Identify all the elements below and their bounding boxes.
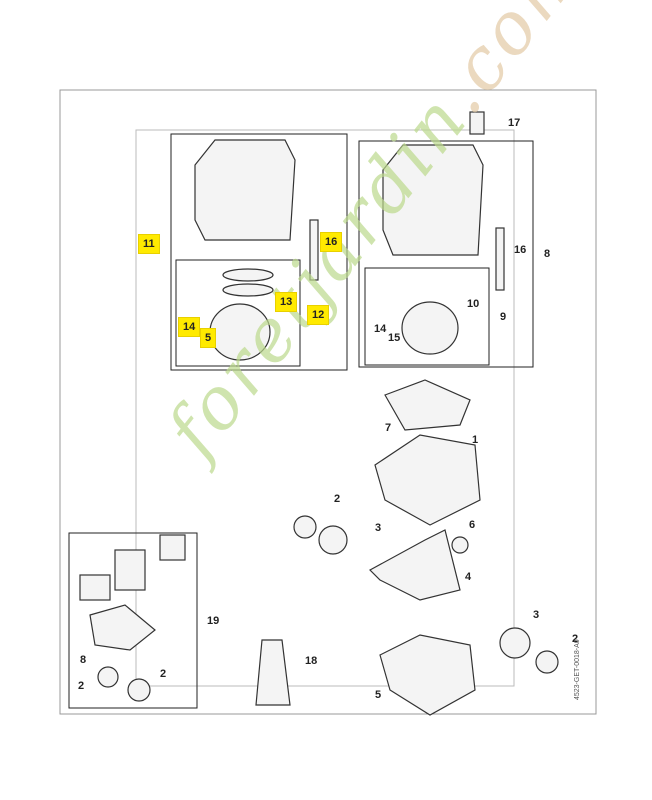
label-18: 18	[305, 655, 318, 667]
label-10: 10	[467, 298, 480, 310]
crankshaft	[369, 529, 461, 601]
cylinder-bolt-left	[309, 219, 319, 281]
label-15: 15	[388, 332, 401, 344]
label-3a: 3	[375, 522, 382, 534]
piston-ring	[222, 268, 274, 282]
label-3b: 3	[533, 609, 540, 621]
cylinder-left	[194, 139, 296, 241]
label-11: 11	[138, 234, 160, 254]
outer-frame	[59, 89, 597, 715]
oil-seal	[293, 515, 317, 539]
label-2d: 2	[160, 668, 167, 680]
piston-right	[401, 301, 459, 355]
cylinder-bolt-right	[495, 227, 505, 291]
label-6: 6	[469, 519, 476, 531]
label-8b: 8	[80, 654, 87, 666]
oil-seal	[127, 678, 151, 702]
spark-plug	[469, 111, 485, 135]
gasket-set-box	[68, 532, 198, 709]
gasket	[79, 574, 111, 601]
label-2b: 2	[572, 633, 579, 645]
gasket	[159, 534, 186, 561]
ball-bearing	[318, 525, 348, 555]
label-5: 5	[200, 328, 217, 348]
piston-box-left	[175, 259, 301, 367]
oil-seal	[97, 666, 119, 688]
inner-frame	[135, 129, 515, 687]
label-7: 7	[385, 422, 392, 434]
label-17: 17	[508, 117, 521, 129]
label-16b: 16	[514, 244, 527, 256]
label-8: 8	[544, 248, 551, 260]
cylinder-gasket	[384, 379, 471, 431]
label-13: 13	[275, 292, 298, 312]
gasket	[114, 549, 146, 591]
ball-bearing	[499, 627, 531, 659]
label-14: 14	[178, 317, 201, 337]
label-2c: 2	[78, 680, 85, 692]
label-2a: 2	[334, 493, 341, 505]
label-5b: 5	[375, 689, 382, 701]
grease-tube	[255, 639, 291, 706]
piston-box-right	[364, 267, 490, 366]
needle-cage	[451, 536, 469, 554]
crankcase-upper	[374, 434, 481, 526]
label-4: 4	[465, 571, 472, 583]
cylinder-kit-box-left	[170, 133, 348, 371]
label-14b: 14	[374, 323, 387, 335]
label-1: 1	[472, 434, 479, 446]
label-16: 16	[320, 232, 343, 252]
gasket	[89, 604, 156, 651]
label-12: 12	[307, 305, 330, 325]
label-19: 19	[207, 615, 220, 627]
oil-seal	[535, 650, 559, 674]
cylinder-kit-box-right	[358, 140, 534, 368]
label-9: 9	[500, 311, 507, 323]
crankcase-lower	[379, 634, 476, 716]
piston-ring	[222, 283, 274, 297]
cylinder-right	[382, 144, 484, 256]
drawing-code: 4523-GET-0018-A0	[574, 639, 581, 700]
